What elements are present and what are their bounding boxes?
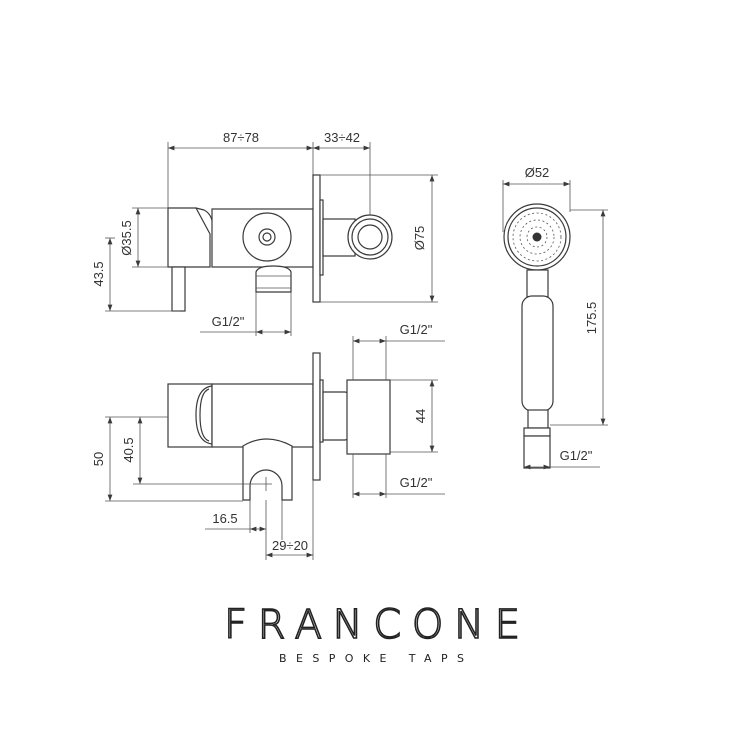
dim-holder-width: 16.5 <box>212 511 237 526</box>
dim-shower-length: 175.5 <box>584 302 599 335</box>
dim-handle-height: 43.5 <box>91 261 106 286</box>
dim-body-length: 87÷78 <box>223 130 259 145</box>
dim-total-height: 50 <box>91 452 106 466</box>
dim-wall-depth: 33÷42 <box>324 130 360 145</box>
dim-inlet-thread-bottom: G1/2" <box>400 475 433 490</box>
dim-holder-depth: 29÷20 <box>272 538 308 553</box>
dim-shower-thread: G1/2" <box>560 448 593 463</box>
dim-inlet-thread-top: G1/2" <box>400 322 433 337</box>
brand-name: FRANCONE <box>224 602 524 648</box>
brand-logo: FRANCONE BESPOKE TAPS <box>223 601 524 665</box>
top-view: 87÷78 33÷42 G1/2" Ø75 Ø35.5 <box>91 130 438 336</box>
hand-shower-view: Ø52 175.5 G1/2" <box>502 165 608 470</box>
front-view: G1/2" G1/2" 44 50 40.5 16.5 29÷20 <box>91 322 445 560</box>
dim-plate-diameter: Ø75 <box>412 226 427 251</box>
dim-block-height: 44 <box>413 409 428 423</box>
dim-holder-height: 40.5 <box>121 437 136 462</box>
dim-head-diameter: Ø52 <box>525 165 550 180</box>
dim-outlet-thread: G1/2" <box>212 314 245 329</box>
dim-handle-diameter: Ø35.5 <box>119 220 134 255</box>
brand-tagline: BESPOKE TAPS <box>279 652 469 665</box>
